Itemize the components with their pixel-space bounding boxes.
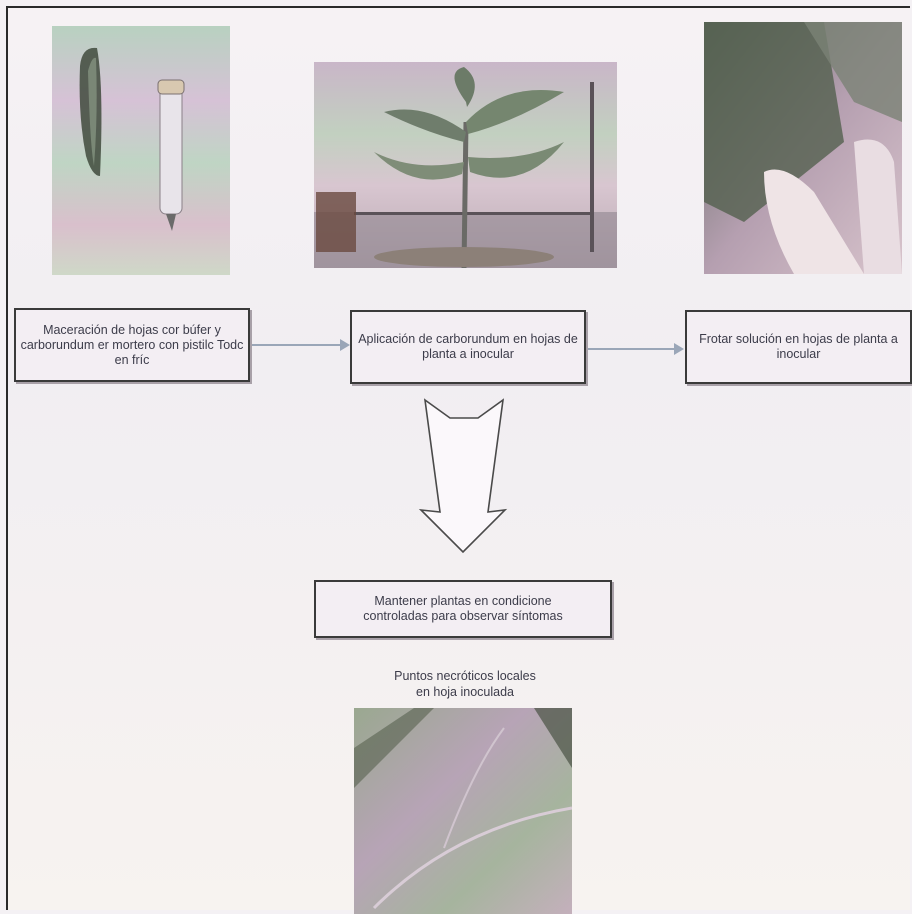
step-maceration-box: Maceración de hojas cor búfer y carborun… xyxy=(14,308,250,382)
mortar-pestle-photo xyxy=(52,26,230,275)
step-rub-box: Frotar solución en hojas de planta a ino… xyxy=(685,310,912,384)
step-maintain-text: Mantener plantas en condicione controlad… xyxy=(363,594,562,624)
step-application-text: Aplicación de carborundum en hojas de pl… xyxy=(356,332,580,362)
rubbing-leaf-photo xyxy=(704,22,902,274)
step-rub-text: Frotar solución en hojas de planta a ino… xyxy=(691,332,906,362)
step-application-box: Aplicación de carborundum en hojas de pl… xyxy=(350,310,586,384)
plant-photo xyxy=(314,62,617,268)
necrotic-caption-text: Puntos necróticos locales en hoja inocul… xyxy=(394,669,536,699)
step-maintain-box: Mantener plantas en condicione controlad… xyxy=(314,580,612,638)
necrotic-caption: Puntos necróticos locales en hoja inocul… xyxy=(330,652,600,700)
necrotic-leaf-photo xyxy=(354,708,572,914)
step-maceration-text: Maceración de hojas cor búfer y carborun… xyxy=(20,323,244,368)
